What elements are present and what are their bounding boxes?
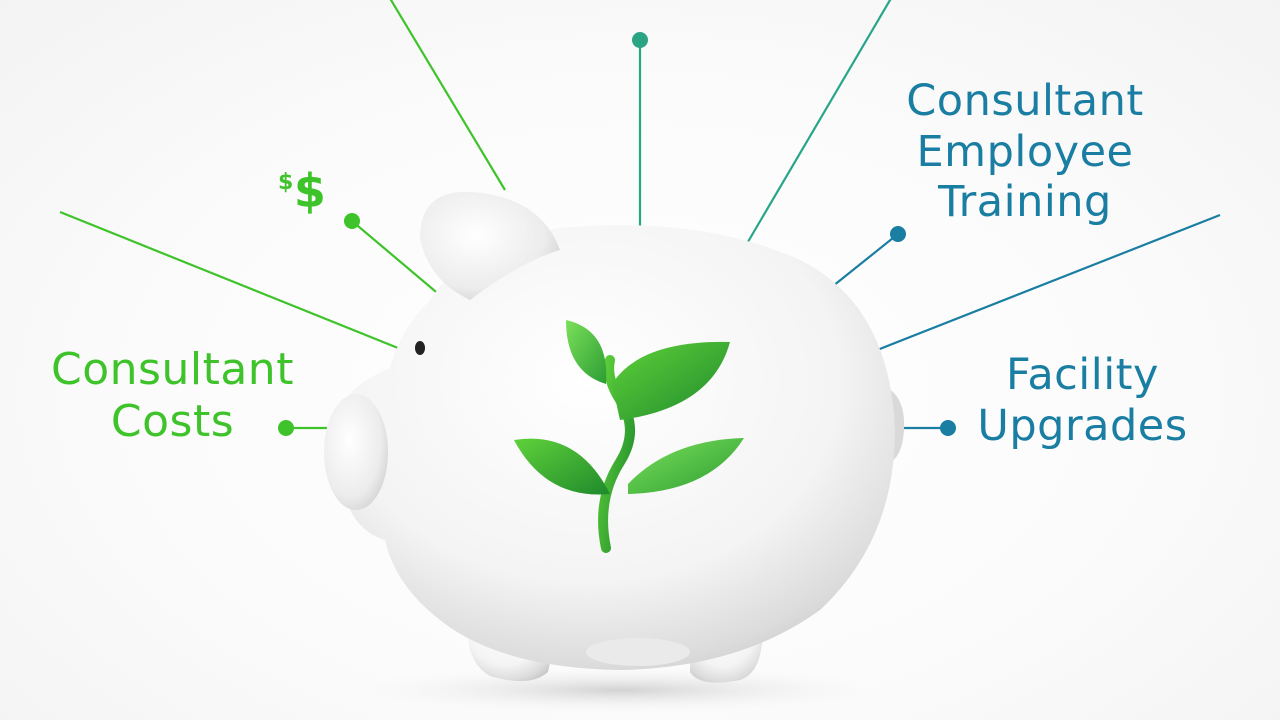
connector-dot	[278, 420, 294, 436]
label-line: Consultant	[51, 344, 294, 395]
label-consultant-costs: Consultant Costs	[40, 344, 305, 448]
sprout-icon	[514, 320, 744, 553]
connector-dot	[344, 213, 360, 229]
pig-ear	[420, 191, 560, 300]
connector-line	[351, 220, 449, 303]
pig-shadow	[320, 664, 920, 716]
label-line: Employee	[916, 126, 1134, 177]
label-line: Facility	[1006, 350, 1159, 400]
pig-snout	[324, 394, 388, 510]
connector-dot	[632, 32, 648, 48]
pig-body	[336, 225, 895, 670]
label-line: Upgrades	[977, 400, 1188, 451]
label-consultant-employee-training: Consultant Employee Training	[880, 76, 1170, 228]
pig-belly	[586, 638, 690, 666]
label-facility-upgrades: Facility Upgrades	[960, 350, 1205, 451]
connector-line	[861, 213, 1221, 358]
pig-eye	[415, 341, 425, 355]
label-line: Costs	[110, 395, 235, 447]
label-line: Consultant	[906, 76, 1144, 126]
connector-line	[59, 210, 409, 354]
connector-dot	[890, 226, 906, 242]
connector-dot	[940, 420, 956, 436]
dollar-sign-icon: $$	[278, 164, 326, 218]
label-line: Training	[938, 177, 1112, 228]
connector-line	[741, 0, 892, 253]
dollar-sign-large: $	[293, 164, 327, 218]
connector-line	[389, 0, 506, 191]
dollar-sign-small: $	[278, 170, 294, 195]
